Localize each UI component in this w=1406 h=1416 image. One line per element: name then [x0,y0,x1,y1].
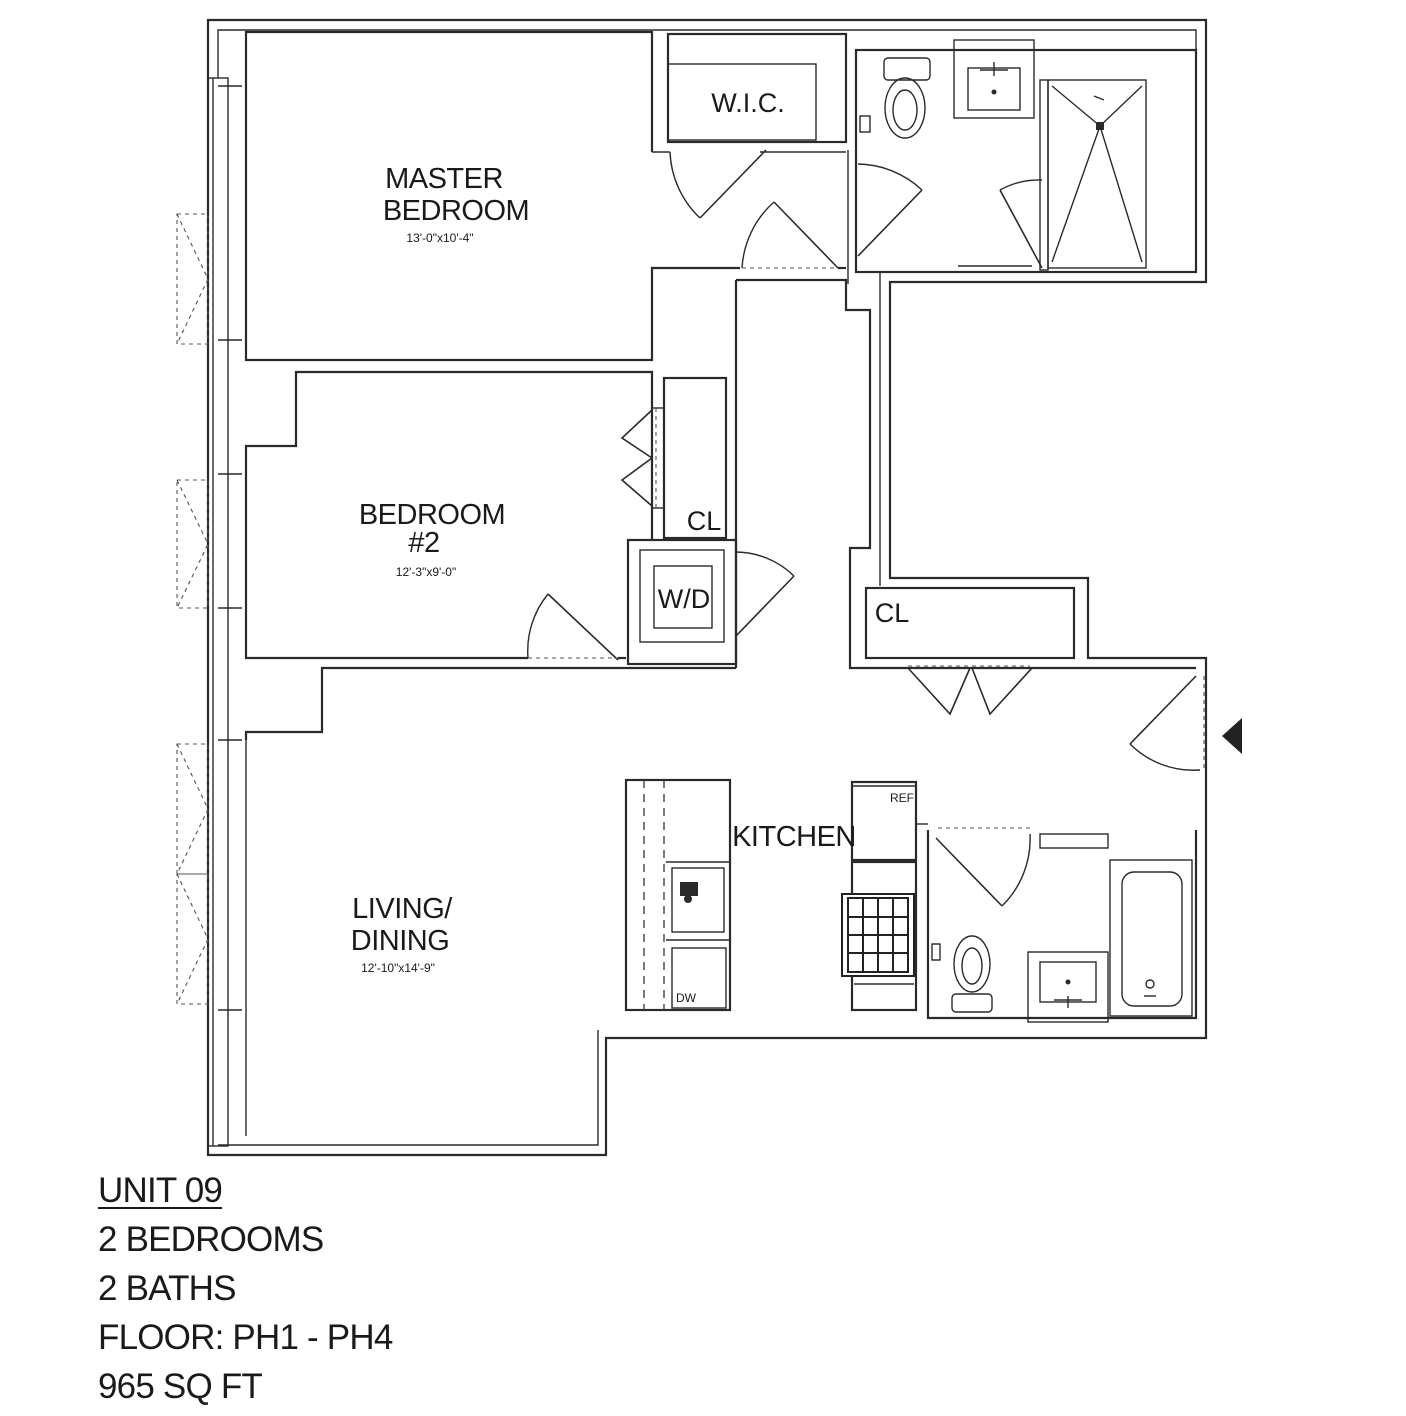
wic-door[interactable] [669,149,767,219]
washer-dryer [626,538,738,666]
unit-number: UNIT 09 [98,1171,223,1210]
bedroom-count: 2 BEDROOMS [98,1220,324,1259]
walk-in-closet [652,32,848,153]
bathtub-icon [1109,859,1193,1017]
square-footage: 965 SQ FT [98,1367,263,1406]
bath-count: 2 BATHS [98,1269,236,1308]
master-bedroom-label: MASTER [385,163,503,195]
unit-info: UNIT 09 2 BEDROOMS 2 BATHS FLOOR: PH1 - … [98,1166,393,1411]
bedroom-2-label: #2 [408,527,439,559]
master-bath [847,39,1198,284]
sink-second-icon [1027,951,1109,1023]
closet-hall-door[interactable] [907,665,1033,716]
floor-range: FLOOR: PH1 - PH4 [98,1318,393,1357]
kitchen-counters [624,778,732,1012]
master-bath-door[interactable] [857,163,923,257]
bedroom-2-walls [244,370,654,1136]
living-dining-label: LIVING/ [352,893,453,925]
closet-bedroom-2 [652,376,728,540]
bedroom-2-label: BEDROOM [359,499,505,531]
window-wall [207,77,242,1147]
closet-hall-label: CL [875,598,910,628]
toilet-master-icon [859,57,931,139]
refrigerator-label: REF [890,791,914,805]
living-dining-walls [244,666,736,740]
kitchen-label: KITCHEN [732,821,856,853]
master-bedroom-label: BEDROOM [383,195,529,227]
closet-bedroom-2-door[interactable] [620,409,653,507]
shower-door[interactable] [999,179,1043,269]
bedroom-2-dims: 12'-3"x9'-0" [396,565,456,579]
entry-arrow-icon [1222,718,1242,754]
master-bedroom-door[interactable] [741,201,839,269]
closet-bedroom-2-label: CL [687,506,722,536]
master-bedroom-dims: 13'-0"x10'-4" [406,231,473,245]
wic-label: W.I.C. [711,88,785,118]
hallway-walls [734,278,1196,670]
sink-master-icon [953,39,1035,119]
closet-hall [864,586,1076,660]
living-dining-dims: 12'-10"x14'-9" [361,961,435,975]
entry-door[interactable] [1129,675,1205,771]
bedroom-2-door[interactable] [527,593,619,661]
dishwasher-label: DW [676,991,697,1005]
labels: MASTER BEDROOM 13'-0"x10'-4" W.I.C. BEDR… [351,88,914,1005]
toilet-second-icon [931,935,993,1013]
range-icon [841,860,918,1012]
window-panels [176,213,209,1005]
washer-dryer-door[interactable] [735,551,795,637]
washer-dryer-label: W/D [658,584,710,614]
second-bath [916,823,1198,1023]
shower-icon [1039,79,1147,271]
second-bath-door[interactable] [935,833,1031,907]
living-dining-label: DINING [351,925,450,957]
kitchen-sink-icon [680,882,698,903]
master-bedroom-walls [244,30,846,362]
refrigerator [850,780,918,862]
